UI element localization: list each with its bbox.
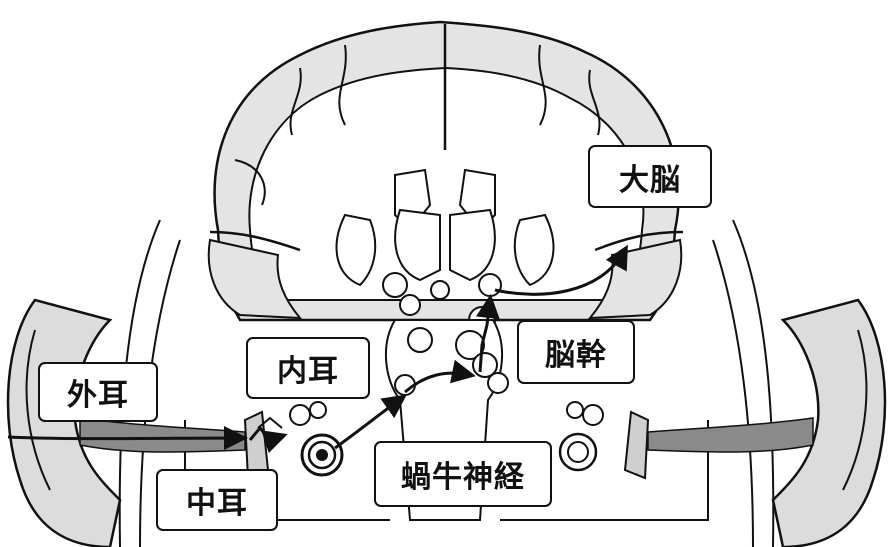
- label-outer-ear: 外耳: [38, 362, 158, 422]
- left-middle-inner-ear: [245, 402, 342, 478]
- right-ear: [648, 300, 885, 547]
- right-middle-inner-ear: [560, 402, 648, 478]
- label-cerebrum: 大脳: [588, 145, 712, 208]
- label-brainstem: 脳幹: [517, 320, 635, 384]
- label-middle-ear: 中耳: [156, 469, 278, 531]
- label-cochlear-nerve: 蝸牛神経: [374, 441, 552, 507]
- arrow-sound-into-canal: [8, 437, 242, 439]
- label-inner-ear: 内耳: [246, 337, 370, 399]
